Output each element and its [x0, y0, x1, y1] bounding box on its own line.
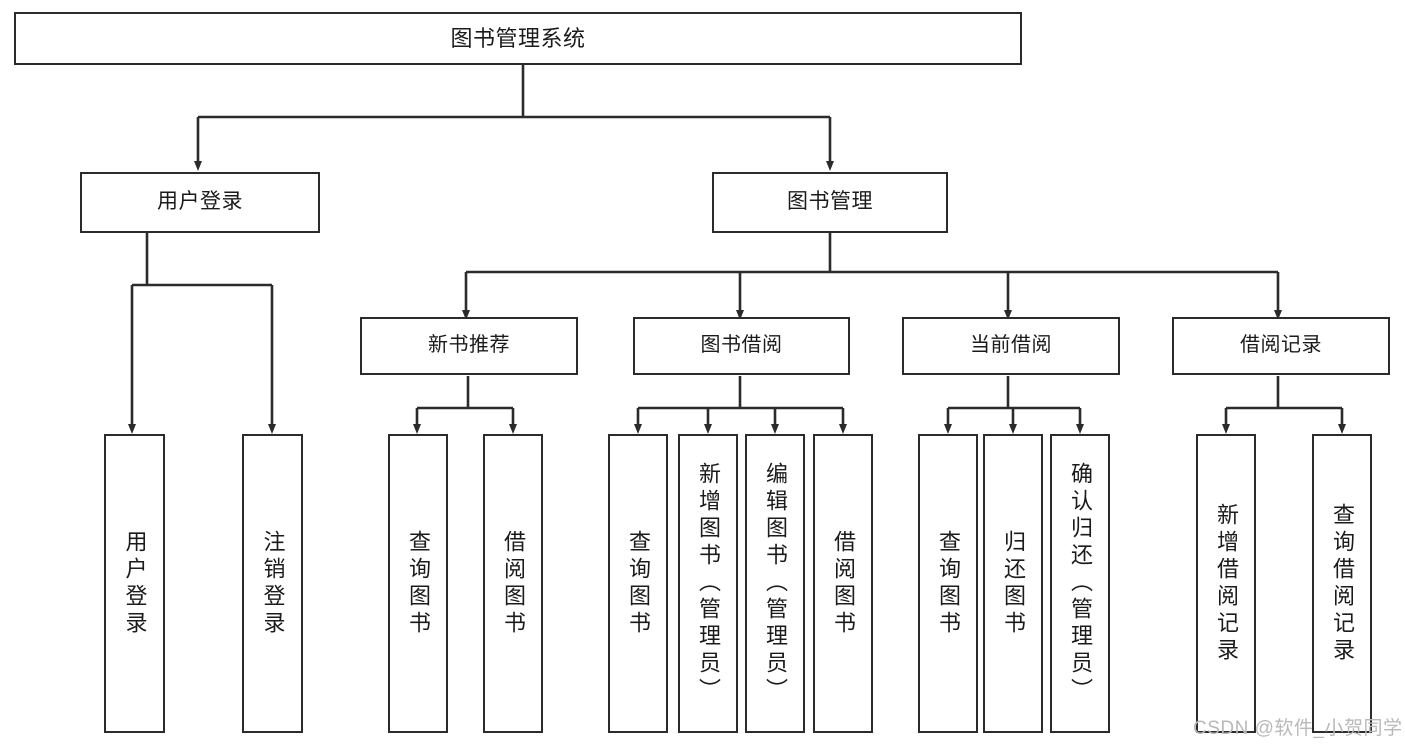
leaf-logout-label: 注销登录 [260, 529, 286, 638]
leaf-return-book[interactable]: 归还图书 [983, 434, 1043, 733]
leaf-query-record-label: 查询借阅记录 [1329, 502, 1355, 665]
leaf-add-book[interactable]: 新增图书（管理员） [678, 434, 738, 733]
leaf-borrow-book-1[interactable]: 借阅图书 [483, 434, 543, 733]
leaf-query-book-1-label: 查询图书 [405, 529, 431, 638]
node-book-manage-label: 图书管理 [787, 190, 873, 214]
leaf-borrow-book-1-label: 借阅图书 [500, 529, 526, 638]
leaf-query-book-3[interactable]: 查询图书 [918, 434, 978, 733]
node-root[interactable]: 图书管理系统 [14, 12, 1022, 65]
leaf-query-book-2-label: 查询图书 [625, 529, 651, 638]
leaf-add-record[interactable]: 新增借阅记录 [1196, 434, 1256, 733]
node-user-login[interactable]: 用户登录 [80, 172, 320, 233]
leaf-add-record-label: 新增借阅记录 [1213, 502, 1239, 665]
leaf-add-book-label: 新增图书（管理员） [695, 462, 721, 705]
node-current-borrow-label: 当前借阅 [970, 334, 1052, 357]
leaf-query-book-3-label: 查询图书 [935, 529, 961, 638]
node-root-label: 图书管理系统 [450, 25, 586, 51]
node-borrow-record-label: 借阅记录 [1240, 334, 1322, 357]
leaf-edit-book[interactable]: 编辑图书（管理员） [745, 434, 805, 733]
leaf-confirm-return-label: 确认归还（管理员） [1067, 462, 1093, 705]
node-book-borrow-label: 图书借阅 [700, 334, 783, 357]
node-book-borrow[interactable]: 图书借阅 [633, 317, 850, 375]
leaf-confirm-return[interactable]: 确认归还（管理员） [1050, 434, 1110, 733]
node-new-book-rec-label: 新书推荐 [428, 334, 510, 357]
leaf-query-book-1[interactable]: 查询图书 [388, 434, 448, 733]
watermark: CSDN @软件_小贺同学 [1193, 718, 1403, 739]
leaf-return-book-label: 归还图书 [1000, 529, 1026, 638]
leaf-borrow-book-2[interactable]: 借阅图书 [813, 434, 873, 733]
leaf-user-login[interactable]: 用户登录 [104, 434, 165, 733]
leaf-edit-book-label: 编辑图书（管理员） [762, 462, 788, 705]
leaf-user-login-label: 用户登录 [122, 529, 148, 638]
node-user-login-label: 用户登录 [157, 190, 243, 214]
node-book-manage[interactable]: 图书管理 [712, 172, 948, 233]
node-current-borrow[interactable]: 当前借阅 [902, 317, 1120, 375]
leaf-logout[interactable]: 注销登录 [242, 434, 303, 733]
leaf-query-book-2[interactable]: 查询图书 [608, 434, 668, 733]
node-new-book-rec[interactable]: 新书推荐 [360, 317, 578, 375]
leaf-borrow-book-2-label: 借阅图书 [830, 529, 856, 638]
leaf-query-record[interactable]: 查询借阅记录 [1312, 434, 1372, 733]
node-borrow-record[interactable]: 借阅记录 [1172, 317, 1390, 375]
